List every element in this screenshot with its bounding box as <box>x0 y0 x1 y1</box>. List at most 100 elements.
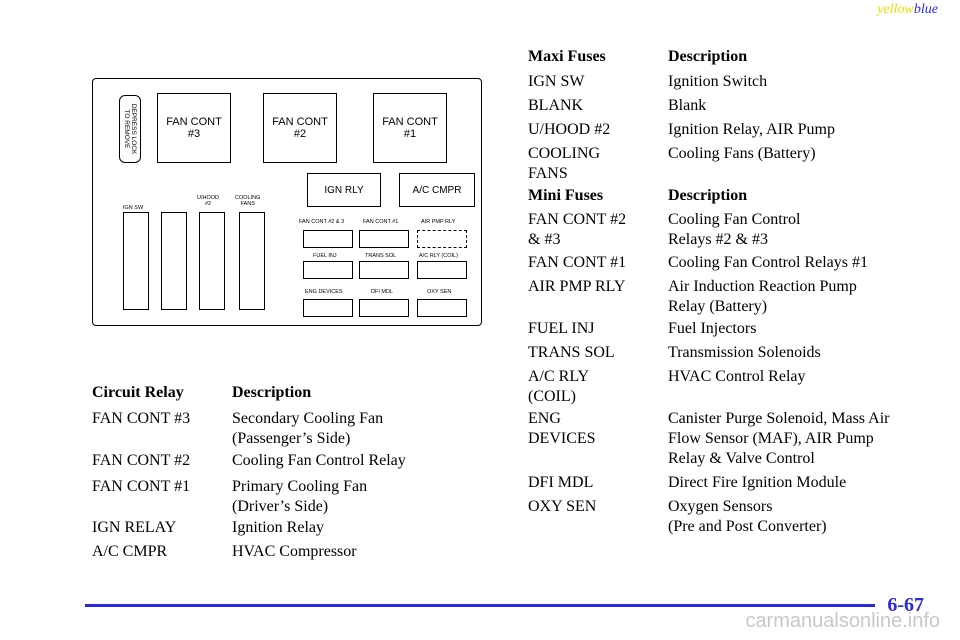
row-name: TRANS SOL <box>528 344 615 361</box>
row-desc: Primary Cooling Fan (Driver’s Side) <box>232 477 367 517</box>
mini-fuse-dfi-mdl <box>359 299 409 317</box>
row-desc-line: Canister Purge Solenoid, Mass Air <box>668 410 890 427</box>
relay-ac-cmpr-label: A/C CMPR <box>412 184 462 196</box>
row-name-line: FAN CONT #2 <box>528 211 627 228</box>
mini-label-oxy-sen: OXY SEN <box>427 289 452 295</box>
relay-fan-cont-2: FAN CONT#2 <box>263 93 337 163</box>
circuit-relay-table: Circuit Relay Description FAN CONT #3 Se… <box>92 383 472 563</box>
row-desc: HVAC Compressor <box>232 543 357 560</box>
row-desc: HVAC Control Relay <box>668 368 806 385</box>
row-desc-line: Oxygen Sensors <box>668 498 773 515</box>
watermark: carmanualsonline.info <box>745 610 940 632</box>
depress-lock-tab: DEPRESS LOCK TO REMOVE <box>119 95 141 163</box>
mini-label-dfi-mdl: DFI MDL <box>371 289 393 295</box>
row-desc: Cooling Fan Control Relay <box>232 452 406 469</box>
mini-fuse-fuel-inj <box>303 261 353 279</box>
mini-fuse-trans-sol <box>359 261 409 279</box>
row-desc: Ignition Relay, AIR Pump <box>668 121 835 138</box>
maxi-fuse-blank <box>161 212 187 310</box>
row-desc: Oxygen Sensors (Pre and Post Converter) <box>668 497 827 537</box>
row-desc-line: Air Induction Reaction Pump <box>668 278 857 295</box>
maxi-label-ign-sw: IGN SW <box>123 205 144 211</box>
relay-fan-cont-2-line1: FAN CONT <box>272 116 328 128</box>
mini-fuse-fan-cont-23 <box>303 230 353 248</box>
circuit-relay-header-desc: Description <box>232 384 312 401</box>
row-name: OXY SEN <box>528 498 597 515</box>
relay-fan-cont-3-line1: FAN CONT <box>166 116 222 128</box>
row-name-line: (COIL) <box>528 388 576 405</box>
row-desc-line: (Pre and Post Converter) <box>668 518 827 535</box>
maxi-label-uhood-line1: U/HOOD <box>197 195 219 201</box>
color-tag: yellowblue <box>877 2 938 18</box>
maxi-label-cooling-line1: COOLING <box>235 195 261 201</box>
mini-fuse-ac-rly-coil <box>417 261 467 279</box>
mini-label-fan-cont-1: FAN CONT #1 <box>363 219 399 225</box>
depress-lock-line1: DEPRESS LOCK <box>130 103 137 155</box>
depress-lock-line2: TO REMOVE <box>123 109 130 149</box>
row-desc: Secondary Cooling Fan (Passenger’s Side) <box>232 409 383 449</box>
row-name-line: COOLING <box>528 145 600 162</box>
row-name: IGN SW <box>528 73 585 90</box>
row-desc-line: (Driver’s Side) <box>232 498 329 515</box>
row-desc: Ignition Switch <box>668 73 768 90</box>
row-desc: Direct Fire Ignition Module <box>668 474 847 491</box>
row-desc-line: Primary Cooling Fan <box>232 478 368 495</box>
maxi-label-uhood-line2: #2 <box>204 201 212 207</box>
mini-header-desc: Description <box>668 187 748 204</box>
row-name: FUEL INJ <box>528 320 595 337</box>
row-desc: Transmission Solenoids <box>668 344 821 361</box>
row-name: BLANK <box>528 97 584 114</box>
row-name: FAN CONT #3 <box>92 410 191 427</box>
page-number: 6-67 <box>887 594 924 616</box>
row-name-line: & #3 <box>528 231 561 248</box>
row-name: DFI MDL <box>528 474 594 491</box>
relay-fan-cont-1: FAN CONT#1 <box>373 93 447 163</box>
mini-header-name: Mini Fuses <box>528 187 604 204</box>
row-name: FAN CONT #2 <box>92 452 191 469</box>
mini-label-fuel-inj: FUEL INJ <box>313 253 337 259</box>
row-desc-line: (Passenger’s Side) <box>232 430 351 447</box>
mini-fuse-eng-devices <box>303 299 353 317</box>
row-desc: Ignition Relay <box>232 519 324 536</box>
relay-ac-cmpr: A/C CMPR <box>399 173 475 207</box>
relay-fan-cont-3-line2: #3 <box>187 128 201 140</box>
maxi-label-uhood: U/HOOD #2 <box>197 195 219 207</box>
row-name-line: FANS <box>528 165 568 182</box>
row-name: FAN CONT #1 <box>528 254 627 271</box>
mini-fuse-fan-cont-1 <box>359 230 409 248</box>
row-desc: Cooling Fans (Battery) <box>668 145 816 162</box>
circuit-relay-header-name: Circuit Relay <box>92 384 184 401</box>
row-name: A/C CMPR <box>92 543 168 560</box>
relay-ign-rly: IGN RLY <box>307 173 381 207</box>
relay-fan-cont-1-line1: FAN CONT <box>382 116 438 128</box>
maxi-header-desc: Description <box>668 48 748 65</box>
row-desc-line: Relay (Battery) <box>668 298 768 315</box>
row-desc-line: Relays #2 & #3 <box>668 231 768 248</box>
mini-label-eng-devices: ENG DEVICES <box>305 289 343 295</box>
relay-ign-rly-label: IGN RLY <box>324 184 364 196</box>
depress-lock-label: DEPRESS LOCK TO REMOVE <box>123 104 137 155</box>
row-name: ENG DEVICES <box>528 409 596 449</box>
mini-fuses-table: Mini Fuses Description FAN CONT #2 & #3 C… <box>528 186 938 546</box>
mini-label-trans-sol: TRANS SOL <box>365 253 397 259</box>
maxi-fuse-cooling <box>239 212 265 310</box>
row-desc-line: Flow Sensor (MAF), AIR Pump <box>668 430 874 447</box>
row-desc: Fuel Injectors <box>668 320 757 337</box>
row-desc: Cooling Fan Control Relays #1 <box>668 254 868 271</box>
row-desc-line: Secondary Cooling Fan <box>232 410 384 427</box>
row-desc-line: Cooling Fan Control <box>668 211 801 228</box>
footer-rule <box>85 604 875 607</box>
row-name: FAN CONT #2 & #3 <box>528 210 626 250</box>
row-name-line: DEVICES <box>528 430 596 447</box>
mini-fuse-oxy-sen <box>417 299 467 317</box>
maxi-label-cooling-line2: FANS <box>240 201 255 207</box>
color-tag-blue: blue <box>913 2 938 17</box>
relay-fan-cont-2-line2: #2 <box>293 128 307 140</box>
maxi-fuse-ign-sw <box>123 212 149 310</box>
row-desc-line: Relay & Valve Control <box>668 450 815 467</box>
row-name-line: ENG <box>528 410 561 427</box>
mini-label-ac-rly-coil: A/C RLY (COIL) <box>419 253 458 259</box>
